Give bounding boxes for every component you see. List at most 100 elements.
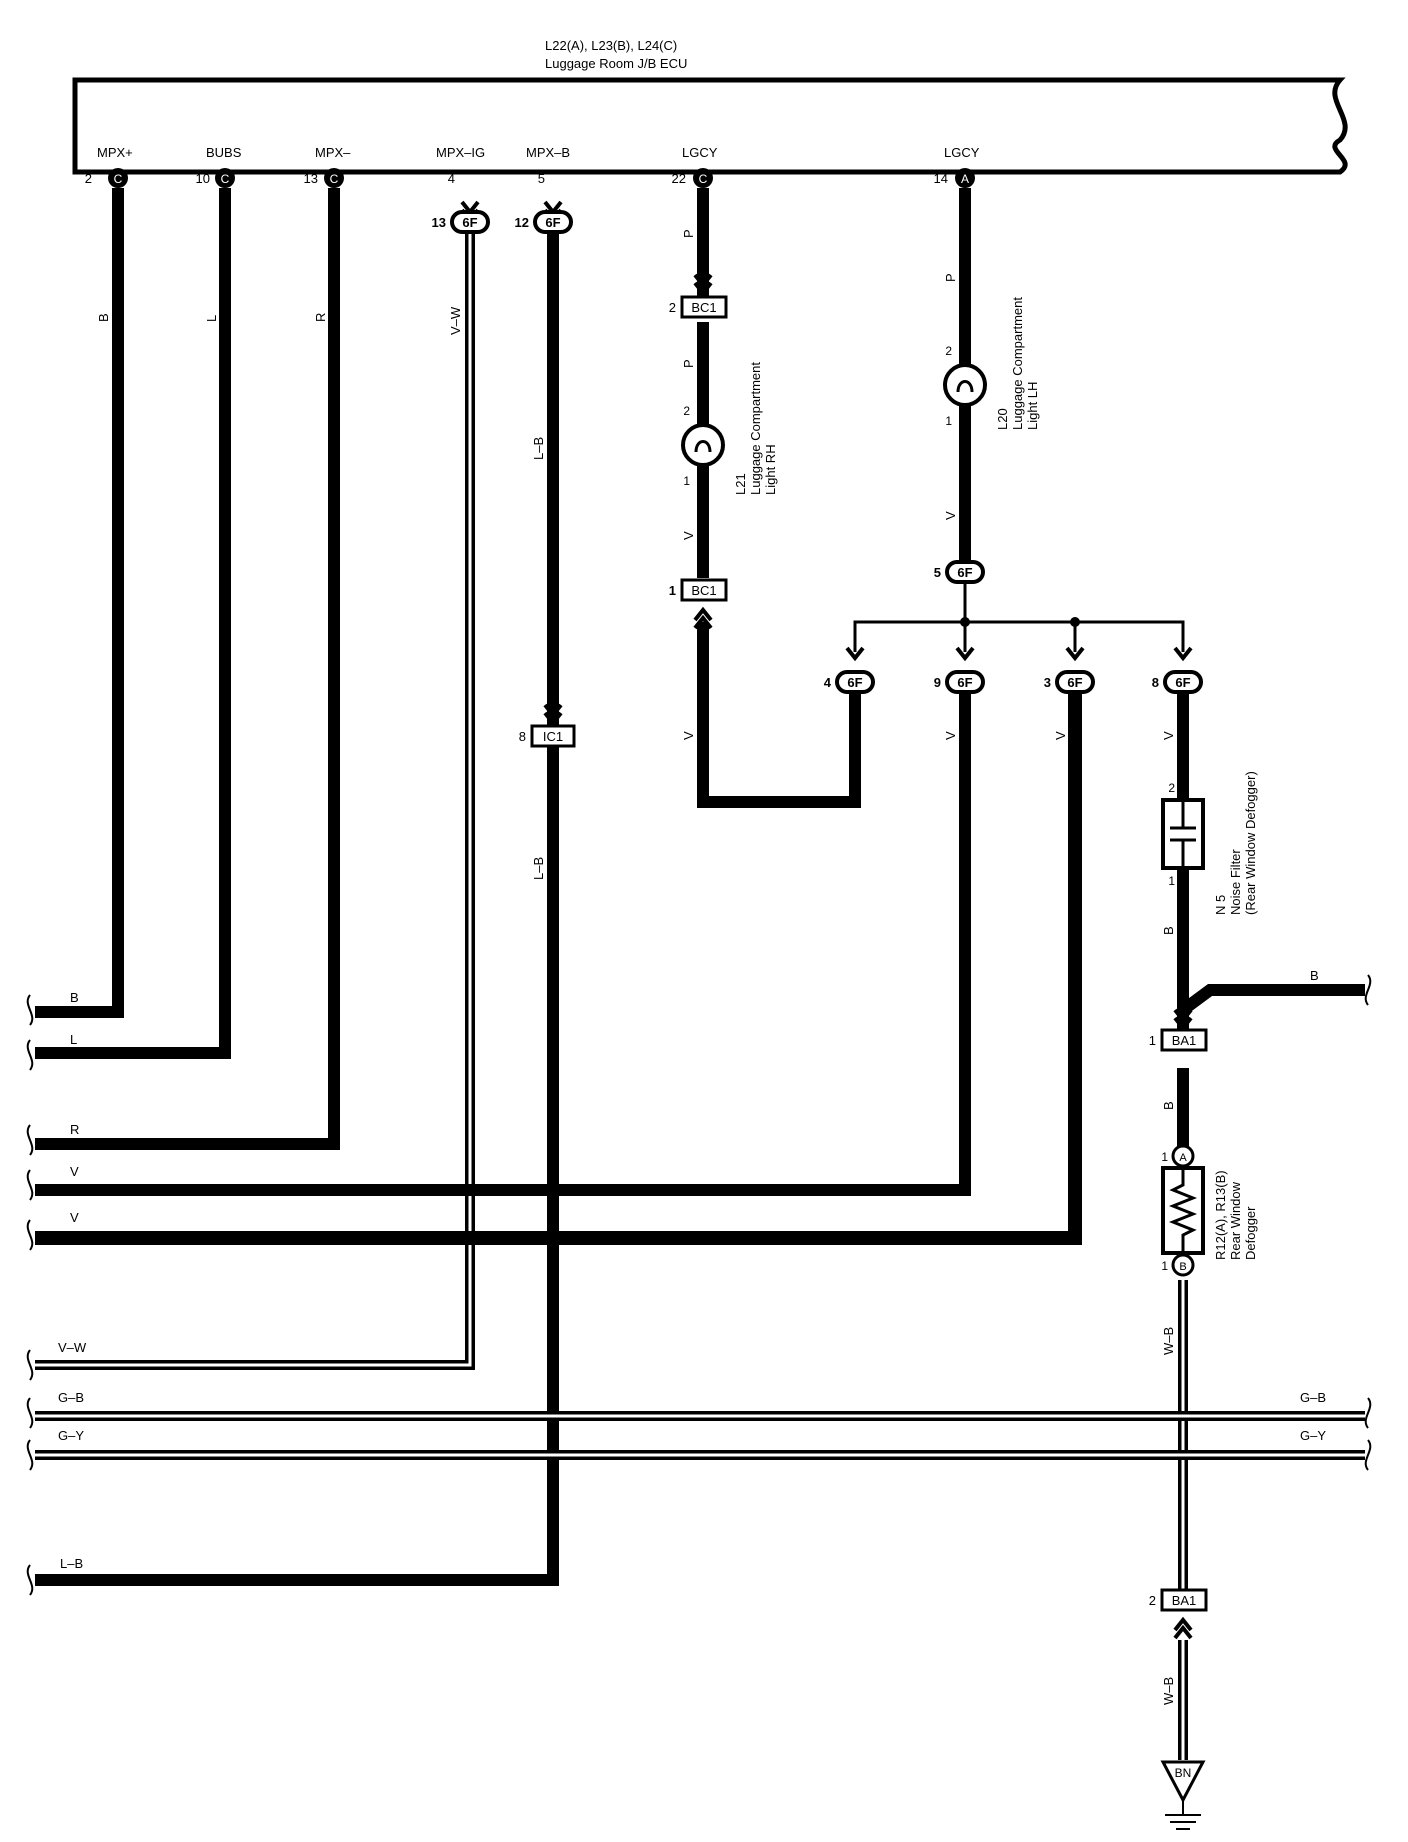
svg-text:6F: 6F bbox=[462, 215, 477, 230]
terminal-mpx-plus: MPX+ bbox=[97, 145, 133, 160]
l20-ref: L20 bbox=[995, 408, 1010, 430]
conn-circle-lgcy-a: A bbox=[955, 168, 975, 188]
conn-6f-8: 6F 8 bbox=[1152, 670, 1203, 694]
wire-mpx-plus bbox=[35, 188, 124, 1018]
svg-text:13: 13 bbox=[432, 215, 446, 230]
terminal-mpx-b: MPX–B bbox=[526, 145, 570, 160]
label-b-nf: B bbox=[1161, 926, 1176, 935]
wire-rh-return bbox=[697, 622, 861, 808]
svg-text:C: C bbox=[221, 172, 230, 186]
wires bbox=[35, 188, 1365, 1760]
conn-bc1-top: BC1 2 bbox=[669, 295, 728, 319]
conn-6f-3: 6F 3 bbox=[1044, 670, 1095, 694]
terminal-bubs: BUBS bbox=[206, 145, 242, 160]
lamp-l20: 2 1 L20 Luggage Compartment Light LH bbox=[943, 297, 1040, 430]
n5-ref: N 5 bbox=[1213, 895, 1228, 915]
conn-circle-mpx-plus: C bbox=[108, 168, 128, 188]
rear-window-defogger-r12: A 1 B 1 R12(A), R13(B) Rear Window Defog… bbox=[1161, 1144, 1258, 1277]
break-marks-right bbox=[1364, 974, 1372, 1471]
svg-text:C: C bbox=[330, 172, 339, 186]
terminal-mpx-minus: MPX– bbox=[315, 145, 351, 160]
svg-text:2: 2 bbox=[683, 404, 690, 418]
wire-bubs bbox=[35, 188, 231, 1059]
wire-labels: B L R V–W L–B L–B P P V V P V V V V B B … bbox=[58, 229, 1326, 1705]
l21-line2: Light RH bbox=[763, 444, 778, 495]
terminal-mpx-ig: MPX–IG bbox=[436, 145, 485, 160]
lamp-l21: 2 1 L21 Luggage Compartment Light RH bbox=[681, 362, 778, 495]
svg-text:1: 1 bbox=[1168, 874, 1175, 888]
pin-lgcy-c: 22 bbox=[672, 171, 686, 186]
label-l-left: L bbox=[70, 1032, 77, 1047]
svg-text:2: 2 bbox=[1149, 1593, 1156, 1608]
label-lb-vertical-1: L–B bbox=[531, 437, 546, 460]
label-wb-1: W–B bbox=[1161, 1327, 1176, 1355]
svg-text:6F: 6F bbox=[1175, 675, 1190, 690]
label-vw-left: V–W bbox=[58, 1340, 87, 1355]
svg-text:C: C bbox=[114, 172, 123, 186]
junction-bar bbox=[853, 620, 1185, 652]
svg-text:BA1: BA1 bbox=[1172, 1593, 1197, 1608]
svg-text:1: 1 bbox=[1161, 1259, 1168, 1273]
r12-ref: R12(A), R13(B) bbox=[1213, 1170, 1228, 1260]
conn-circle-bubs: C bbox=[215, 168, 235, 188]
svg-text:C: C bbox=[699, 172, 708, 186]
label-b-left: B bbox=[70, 990, 79, 1005]
r12-conn-top: A 1 bbox=[1161, 1144, 1195, 1168]
label-gb-left: G–B bbox=[58, 1390, 84, 1405]
junction-dots bbox=[960, 617, 1080, 627]
label-gb-right: G–B bbox=[1300, 1390, 1326, 1405]
svg-text:6F: 6F bbox=[1067, 675, 1082, 690]
label-b-ba1: B bbox=[1161, 1101, 1176, 1110]
pin-mpx-ig: 4 bbox=[448, 171, 455, 186]
svg-text:1: 1 bbox=[683, 474, 690, 488]
ecu-box: L22(A), L23(B), L24(C) Luggage Room J/B … bbox=[72, 38, 1348, 175]
label-b-right: B bbox=[1310, 968, 1319, 983]
label-v-3: V bbox=[1053, 731, 1068, 740]
svg-text:9: 9 bbox=[934, 675, 941, 690]
svg-text:BC1: BC1 bbox=[691, 583, 716, 598]
svg-text:1: 1 bbox=[1149, 1033, 1156, 1048]
terminal-lgcy-a: LGCY bbox=[944, 145, 980, 160]
label-v-left-1: V bbox=[70, 1164, 79, 1179]
label-p-lh: P bbox=[943, 273, 958, 282]
conn-6f-lh: 6F 5 bbox=[934, 560, 985, 584]
pin-mpx-b: 5 bbox=[538, 171, 545, 186]
wire-v-3 bbox=[35, 694, 1082, 1245]
svg-text:8: 8 bbox=[1152, 675, 1159, 690]
conn-ba1-top: BA1 1 bbox=[1149, 1028, 1208, 1052]
label-v-lh: V bbox=[943, 511, 958, 520]
conn-6f-mpxb: 6F 12 bbox=[515, 210, 573, 234]
wire-mpx-b bbox=[35, 230, 559, 1586]
svg-text:1: 1 bbox=[945, 414, 952, 428]
label-p-2: P bbox=[681, 359, 696, 368]
pin-bubs: 10 bbox=[196, 171, 210, 186]
label-p-1: P bbox=[681, 229, 696, 238]
r12-line1: Rear Window bbox=[1228, 1181, 1243, 1260]
conn-ic1: IC1 8 bbox=[519, 724, 576, 748]
label-vw-vertical: V–W bbox=[448, 306, 463, 335]
r12-conn-bottom: B 1 bbox=[1161, 1253, 1195, 1277]
pin-mpx-minus: 13 bbox=[304, 171, 318, 186]
label-l-vertical: L bbox=[204, 315, 219, 322]
r12-line2: Defogger bbox=[1243, 1206, 1258, 1260]
svg-text:8: 8 bbox=[519, 729, 526, 744]
label-v-9: V bbox=[943, 731, 958, 740]
wire-mpx-ig-inner bbox=[35, 228, 472, 1367]
svg-text:12: 12 bbox=[515, 215, 529, 230]
svg-text:BA1: BA1 bbox=[1172, 1033, 1197, 1048]
svg-text:A: A bbox=[961, 172, 969, 186]
svg-text:2: 2 bbox=[669, 300, 676, 315]
ecu-subtitle: Luggage Room J/B ECU bbox=[545, 56, 687, 71]
l21-line1: Luggage Compartment bbox=[748, 362, 763, 495]
pin-mpx-plus: 2 bbox=[85, 171, 92, 186]
connectors-6f: 6F 13 6F 12 6F 5 6F 4 6F 9 6F 3 bbox=[432, 210, 1203, 694]
conn-circle-lgcy-c: C bbox=[693, 168, 713, 188]
pin-lgcy-a: 14 bbox=[934, 171, 948, 186]
svg-text:6F: 6F bbox=[545, 215, 560, 230]
conn-6f-9: 6F 9 bbox=[934, 670, 985, 694]
label-v-left-2: V bbox=[70, 1210, 79, 1225]
l21-ref: L21 bbox=[733, 473, 748, 495]
n5-line1: Noise Filter bbox=[1228, 849, 1243, 915]
ground-bn: BN bbox=[1160, 1760, 1206, 1830]
